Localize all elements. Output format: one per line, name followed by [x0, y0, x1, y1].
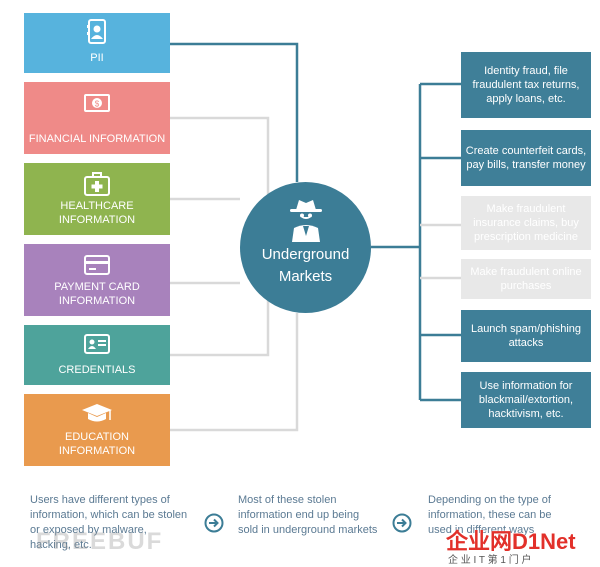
spy-icon: [290, 200, 322, 242]
source-financial: $ FINANCIAL INFORMATION: [24, 82, 170, 154]
source-label: HEALTHCARE INFORMATION: [58, 200, 136, 226]
id-badge-icon: [87, 19, 106, 44]
arrow-right-icon: [204, 513, 224, 533]
source-payment-card: PAYMENT CARD INFORMATION: [24, 244, 170, 316]
use-text: Make fraudulent insurance claims, buy pr…: [473, 203, 579, 243]
source-label: PII: [90, 52, 104, 64]
source-education: EDUCATION INFORMATION: [24, 394, 170, 466]
use-text: Use information for blackmail/extortion,…: [478, 380, 574, 420]
use-text: Launch spam/phishing attacks: [470, 323, 582, 349]
use-text: Identity fraud, file fraudulent tax retu…: [472, 65, 580, 105]
hub-title: Underground Markets: [261, 246, 350, 285]
credit-card-icon: [84, 255, 110, 275]
banknote-icon: $: [84, 94, 110, 112]
source-healthcare: HEALTHCARE INFORMATION: [24, 163, 170, 235]
watermark-d1net-tagline: 企 业 I T 第 1 门 户: [448, 555, 532, 566]
footer-step-2: Most of these stolen information end up …: [238, 494, 378, 536]
graduation-cap-icon: [82, 404, 112, 422]
underground-markets-hub: Underground Markets: [240, 182, 371, 313]
watermark-freebuf: FREEBUF: [36, 528, 164, 555]
first-aid-kit-icon: [84, 172, 110, 196]
arrow-right-icon: [392, 513, 412, 533]
use-text: Create counterfeit cards, pay bills, tra…: [465, 145, 587, 171]
source-label: EDUCATION INFORMATION: [58, 431, 136, 457]
source-label: PAYMENT CARD INFORMATION: [54, 281, 140, 307]
use-counterfeit-cards: Create counterfeit cards, pay bills, tra…: [461, 130, 591, 186]
source-pii: PII: [24, 13, 170, 73]
use-text: Make fraudulent online purchases: [470, 266, 582, 292]
source-credentials: CREDENTIALS: [24, 325, 170, 385]
source-label: CREDENTIALS: [58, 364, 136, 376]
use-online-purchases: Make fraudulent online purchases: [461, 259, 591, 299]
id-card-icon: [84, 334, 110, 354]
watermark-d1net: 企业网D1Net: [446, 529, 576, 554]
use-identity-fraud: Identity fraud, file fraudulent tax retu…: [461, 52, 591, 118]
use-blackmail: Use information for blackmail/extortion,…: [461, 372, 591, 428]
use-spam-phishing: Launch spam/phishing attacks: [461, 310, 591, 362]
footer-step-3: Depending on the type of information, th…: [428, 494, 552, 536]
svg-text:$: $: [95, 100, 100, 109]
source-label: FINANCIAL INFORMATION: [28, 133, 166, 145]
use-insurance-claims: Make fraudulent insurance claims, buy pr…: [461, 196, 591, 250]
footer-step-1: Users have different types of informatio…: [30, 494, 188, 551]
